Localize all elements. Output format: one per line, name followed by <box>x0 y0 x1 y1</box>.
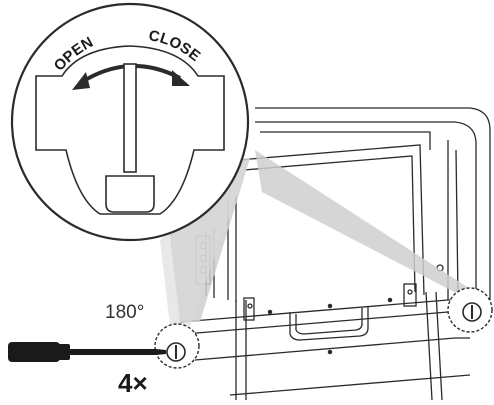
detail-circle: OPEN CLOSE <box>10 2 250 242</box>
latch-slot <box>123 63 137 173</box>
quantity-label: 4× <box>118 368 148 398</box>
latch-left[interactable] <box>154 323 200 369</box>
arrow-head-left <box>72 72 90 90</box>
rotation-angle-label: 180° <box>105 302 145 323</box>
latch-tab <box>105 175 155 213</box>
arrow-head-right <box>172 70 190 86</box>
flat-screwdriver-icon <box>8 342 166 362</box>
latch-right[interactable] <box>447 287 493 333</box>
